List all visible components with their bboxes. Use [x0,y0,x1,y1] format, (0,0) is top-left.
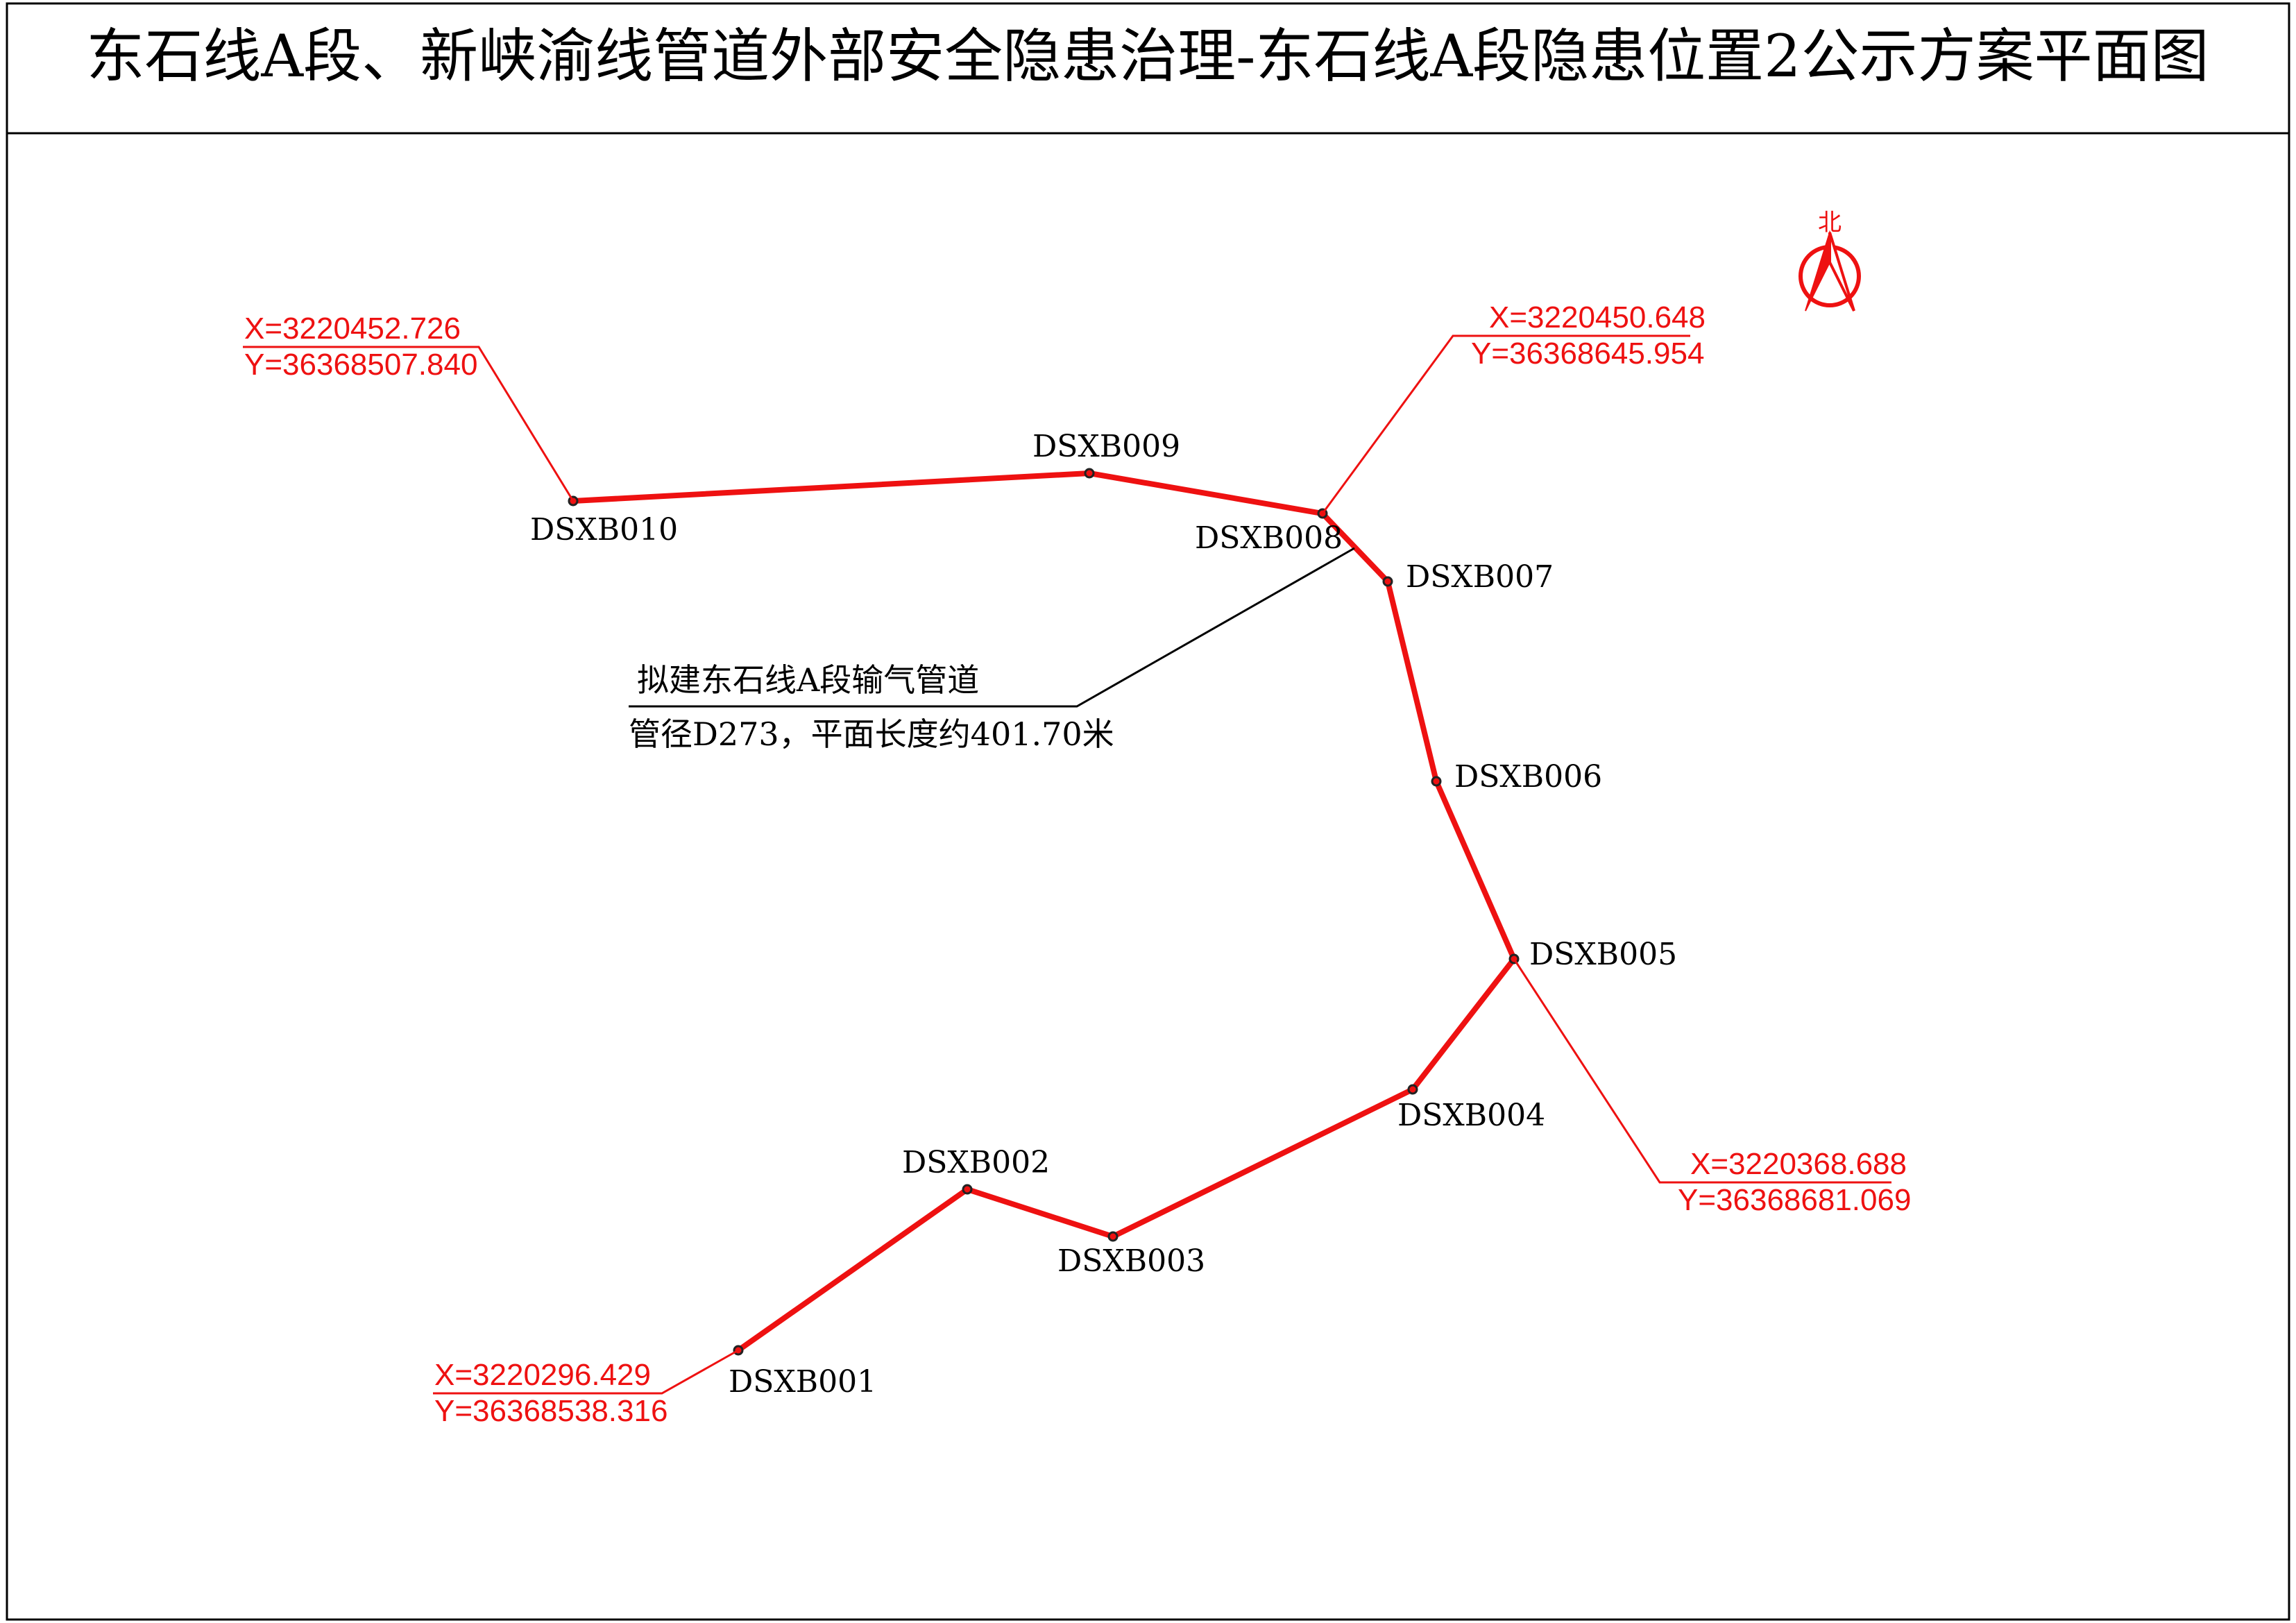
point-label: DSXB010 [530,512,678,547]
coord-x: X=3220368.688 [1690,1147,1907,1181]
pipeline-leader-line [629,547,1355,708]
coord-y: Y=36368681.069 [1678,1183,1911,1217]
coord-y: Y=36368507.840 [244,348,477,382]
coord-y: Y=36368538.316 [434,1394,667,1428]
coord-y: Y=36368645.954 [1471,337,1704,371]
coord-leader [243,346,575,502]
coord-leader [433,1349,739,1395]
north-arrow-icon: 北 [1798,209,1861,312]
coord-x: X=3220452.726 [244,312,461,346]
coord-x: X=3220450.648 [1489,300,1706,334]
point-label: DSXB003 [1057,1243,1205,1279]
point-label: DSXB005 [1529,937,1677,972]
point-label: DSXB007 [1406,559,1554,595]
coord-leader [1513,958,1891,1184]
north-label: 北 [1818,209,1842,237]
point-label: DSXB006 [1454,759,1602,794]
point-markers [568,468,1520,1356]
marker-dsxb003 [1107,1231,1119,1242]
point-label: DSXB004 [1397,1098,1545,1133]
marker-dsxb004 [1407,1084,1418,1095]
marker-dsxb007 [1382,576,1393,587]
point-label: DSXB002 [902,1145,1050,1180]
marker-dsxb002 [962,1184,973,1195]
page-title: 东石线A段、新峡渝线管道外部安全隐患治理-东石线A段隐患位置2公示方案平面图 [86,22,2209,90]
marker-dsxb009 [1084,468,1095,479]
drawing-frame [6,2,2290,1621]
coord-x: X=3220296.429 [434,1358,651,1392]
marker-dsxb006 [1431,776,1442,787]
pipeline-label-line1: 拟建东石线A段输气管道 [637,661,979,699]
coord-leader [1321,334,1690,514]
point-label: DSXB008 [1195,520,1343,556]
point-label: DSXB001 [729,1364,876,1400]
pipeline-route [572,470,1517,1353]
point-label: DSXB009 [1032,429,1180,464]
pipeline-label-line2: 管径D273，平面长度约401.70米 [629,715,1114,753]
